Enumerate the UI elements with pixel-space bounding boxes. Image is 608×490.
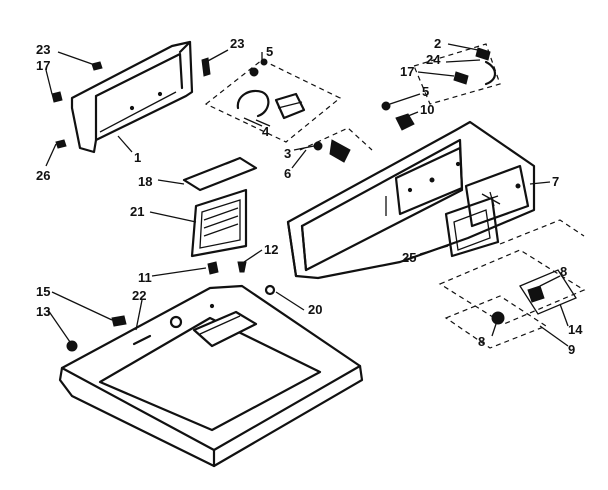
callout-7: 7	[552, 174, 559, 189]
callout-23-right: 23	[230, 36, 244, 51]
callout-17-right: 17	[400, 64, 414, 79]
screw-part-26	[55, 139, 67, 149]
console-end-bracket-part-1	[70, 40, 194, 154]
callout-17-left: 17	[36, 58, 50, 73]
callout-5-top: 5	[266, 44, 273, 59]
callout-10: 10	[420, 102, 434, 117]
callout-1: 1	[134, 150, 141, 165]
small-parts-2-24-17	[413, 43, 501, 105]
dryer-top-panel-part-22	[58, 284, 364, 468]
callout-labels: 23 17 23 5 2 24 17 5 10 4 3 6 1 26 7 18 …	[36, 36, 583, 357]
clip-part-15	[111, 315, 127, 327]
control-console-part-7	[286, 120, 536, 280]
small-parts-5-10	[260, 58, 415, 131]
screw-part-12	[237, 261, 247, 273]
plug-part-20	[264, 284, 276, 296]
knob-part-9	[444, 295, 548, 349]
callout-2: 2	[434, 36, 441, 51]
dash-outline-console	[438, 219, 586, 325]
callout-4: 4	[262, 124, 270, 139]
callout-6: 6	[284, 166, 291, 181]
leader-lines	[45, 43, 569, 347]
callout-25: 25	[402, 250, 416, 265]
screw-part-23-right	[201, 57, 211, 77]
callout-11: 11	[138, 270, 152, 285]
timer-assembly-part-4	[204, 59, 342, 143]
callout-14: 14	[568, 322, 583, 337]
callout-20: 20	[308, 302, 322, 317]
callout-5-right: 5	[422, 84, 429, 99]
screw-part-23-left	[91, 61, 103, 71]
callout-26: 26	[36, 168, 50, 183]
callout-21: 21	[130, 204, 144, 219]
knob-part-3	[299, 127, 373, 163]
callout-3: 3	[284, 146, 291, 161]
plate-part-18	[182, 156, 258, 192]
callout-22: 22	[132, 288, 146, 303]
callout-13: 13	[36, 304, 50, 319]
clip-part-11	[207, 261, 219, 275]
callout-8-upper: 8	[560, 264, 567, 279]
callout-18: 18	[138, 174, 152, 189]
clip-part-17-left	[51, 91, 63, 103]
screw-part-13	[66, 340, 78, 352]
callout-15: 15	[36, 284, 50, 299]
callout-9: 9	[568, 342, 575, 357]
lint-screen-part-21	[190, 188, 248, 258]
callout-23-left: 23	[36, 42, 50, 57]
callout-24: 24	[426, 52, 441, 67]
bracket-part-14	[519, 269, 577, 315]
callout-12: 12	[264, 242, 278, 257]
callout-8-lower: 8	[478, 334, 485, 349]
